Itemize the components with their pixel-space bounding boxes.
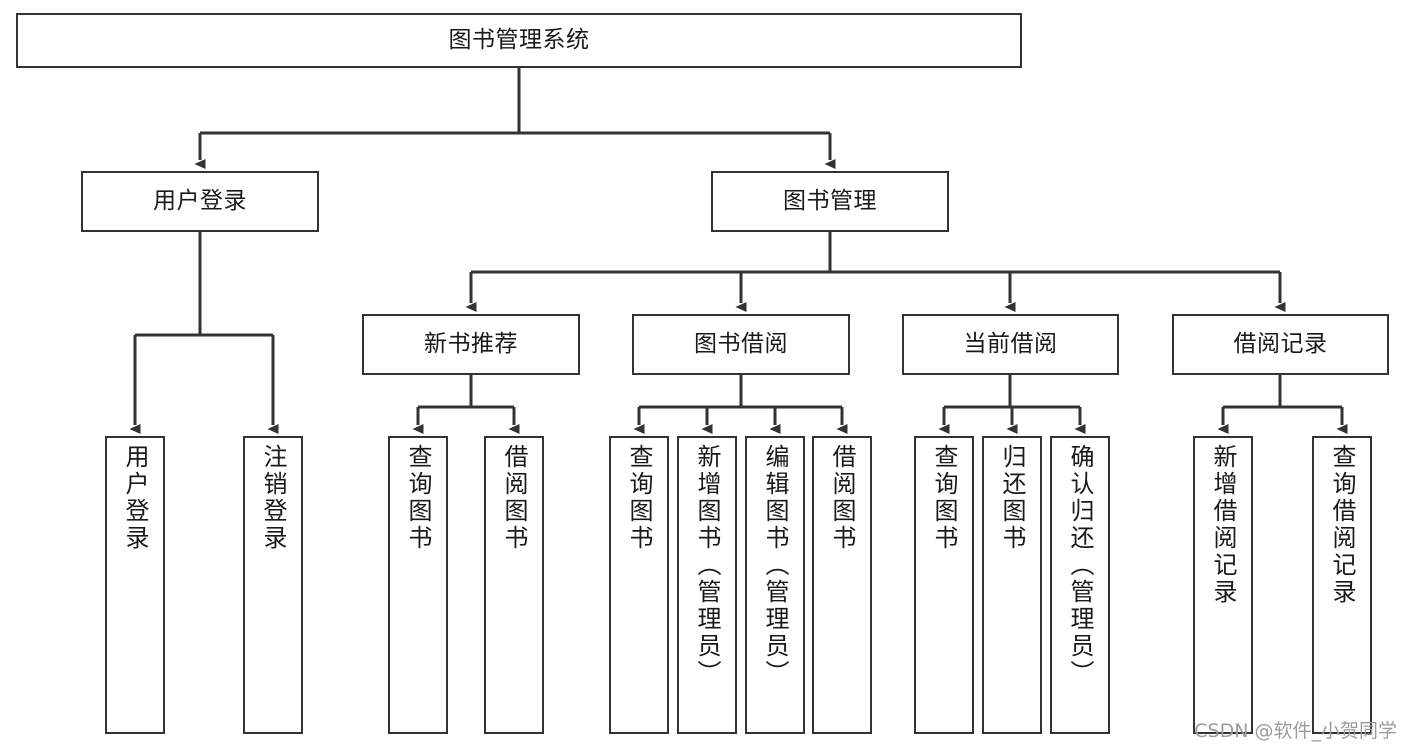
node-leaf-query-book-1[interactable]: 查询图书 [388, 436, 448, 734]
node-user-login[interactable]: 用户登录 [81, 171, 319, 232]
node-leaf-query-record[interactable]: 查询借阅记录 [1312, 436, 1372, 734]
node-label: 图书管理 [783, 188, 877, 215]
node-root[interactable]: 图书管理系统 [16, 13, 1022, 68]
node-leaf-add-record[interactable]: 新增借阅记录 [1193, 436, 1253, 734]
node-leaf-user-login[interactable]: 用户登录 [105, 436, 165, 734]
node-label: 新书推荐 [424, 331, 518, 358]
node-book-manage[interactable]: 图书管理 [711, 171, 949, 232]
node-label: 归还图书 [998, 444, 1026, 552]
node-leaf-return-book[interactable]: 归还图书 [982, 436, 1042, 734]
node-label: 图书管理系统 [448, 27, 590, 54]
node-label: 新增图书（管理员） [693, 444, 721, 687]
node-label: 查询图书 [930, 444, 958, 552]
node-label: 确认归还（管理员） [1066, 444, 1094, 687]
node-leaf-edit-book[interactable]: 编辑图书（管理员） [745, 436, 805, 734]
node-label: 借阅图书 [828, 444, 856, 552]
node-label: 用户登录 [153, 188, 247, 215]
node-leaf-borrow-book-1[interactable]: 借阅图书 [484, 436, 544, 734]
node-label: 注销登录 [259, 444, 287, 552]
node-label: 图书借阅 [694, 331, 788, 358]
node-label: 借阅图书 [500, 444, 528, 552]
node-current-borrow[interactable]: 当前借阅 [902, 314, 1119, 375]
node-leaf-confirm-return[interactable]: 确认归还（管理员） [1050, 436, 1110, 734]
node-label: 编辑图书（管理员） [761, 444, 789, 687]
watermark-text: CSDN @软件_小贺同学 [1194, 720, 1397, 742]
node-borrow-record[interactable]: 借阅记录 [1172, 314, 1389, 375]
node-leaf-query-book-2[interactable]: 查询图书 [609, 436, 669, 734]
node-leaf-user-logout[interactable]: 注销登录 [243, 436, 303, 734]
node-label: 查询图书 [625, 444, 653, 552]
node-leaf-query-book-3[interactable]: 查询图书 [914, 436, 974, 734]
node-label: 新增借阅记录 [1209, 444, 1237, 606]
node-label: 查询借阅记录 [1328, 444, 1356, 606]
node-label: 借阅记录 [1233, 331, 1328, 358]
node-label: 用户登录 [121, 444, 149, 552]
node-book-borrow[interactable]: 图书借阅 [632, 314, 850, 375]
node-new-book-rec[interactable]: 新书推荐 [362, 314, 580, 375]
node-leaf-add-book[interactable]: 新增图书（管理员） [677, 436, 737, 734]
node-label: 查询图书 [404, 444, 432, 552]
node-label: 当前借阅 [963, 331, 1058, 358]
node-leaf-borrow-book-2[interactable]: 借阅图书 [812, 436, 872, 734]
